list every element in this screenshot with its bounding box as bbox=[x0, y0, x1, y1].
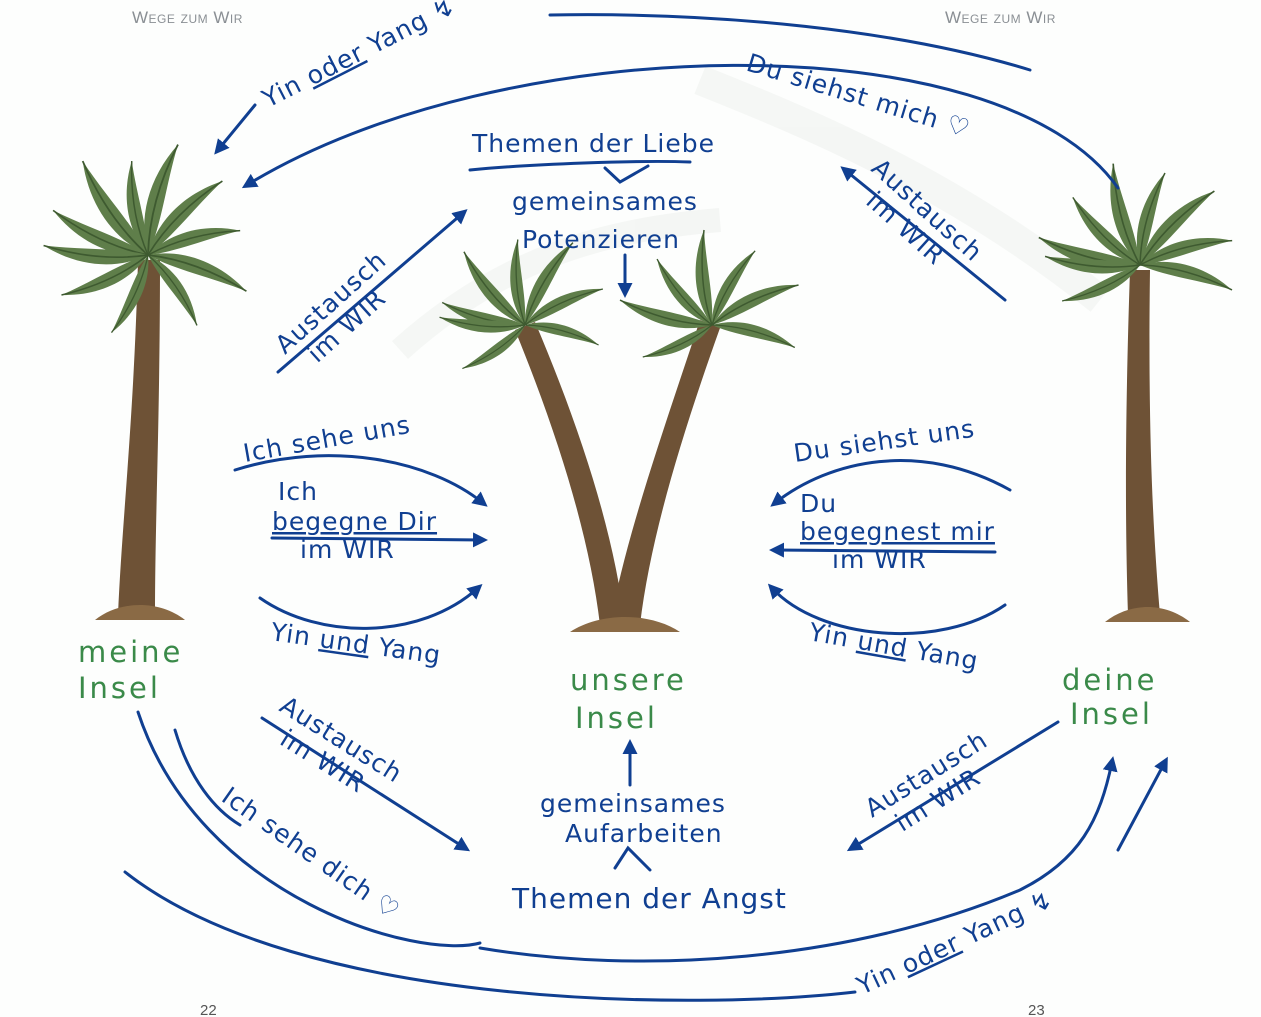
arrow-du-siehst-uns bbox=[770, 459, 1012, 507]
palm-left-icon bbox=[41, 140, 252, 620]
palm-center-icon bbox=[437, 229, 803, 632]
label-insel-mine: Insel bbox=[78, 671, 161, 705]
header-left: Wege zum Wir bbox=[132, 8, 243, 27]
arrow-ich-begegne bbox=[270, 532, 488, 548]
curve-ich-sehe-dich bbox=[136, 710, 482, 948]
label-unsere: unsere bbox=[570, 663, 687, 697]
arrow-yin-oder-yang-bottom bbox=[1116, 756, 1168, 852]
label-insel-yours: Insel bbox=[1070, 697, 1153, 731]
label-yin-und-yang-left: Yin und Yang bbox=[268, 617, 443, 670]
label-meine: meine bbox=[78, 635, 183, 669]
arrow-yin-und-yang-right bbox=[767, 583, 1007, 636]
page-number-left: 22 bbox=[200, 1002, 217, 1017]
arrow-austausch-bottom-left bbox=[260, 716, 471, 852]
arrow-du-begegnest bbox=[769, 542, 997, 558]
caret-themen-angst bbox=[613, 845, 652, 872]
label-yin-oder-yang-top: Yin oder Yang ↯ bbox=[257, 0, 461, 114]
arrow-yin-oder-yang-top bbox=[214, 103, 257, 155]
label-potenzieren: Potenzieren bbox=[522, 225, 680, 254]
label-du: Du bbox=[800, 489, 837, 518]
connector-arrows bbox=[123, 13, 1168, 1002]
curve-outer-bottom bbox=[123, 870, 857, 1002]
header-right: Wege zum Wir bbox=[945, 8, 1056, 27]
label-aufarbeiten: Aufarbeiten bbox=[565, 819, 723, 848]
label-ich-sehe-uns: Ich sehe uns bbox=[241, 410, 413, 468]
label-gemeinsames: gemeinsames bbox=[512, 187, 698, 216]
label-im-wir-left: im WIR bbox=[300, 535, 395, 564]
label-yin-oder-yang-bottom: Yin oder Yang ↯ bbox=[851, 884, 1057, 1001]
arrow-austausch-bottom-right bbox=[846, 720, 1060, 852]
curve-inner-left bbox=[173, 728, 242, 827]
caret-themen-liebe bbox=[603, 164, 650, 184]
label-insel-ours: Insel bbox=[575, 701, 658, 735]
label-gemeinsames-bottom: gemeinsames bbox=[540, 789, 726, 818]
arrow-yin-und-yang-left bbox=[258, 583, 483, 630]
arrow-ich-sehe-dich bbox=[478, 756, 1118, 963]
arrow-du-siehst-mich bbox=[241, 63, 1120, 190]
label-themen-der-angst: Themen der Angst bbox=[511, 882, 787, 915]
arrow-ich-sehe-uns bbox=[233, 454, 488, 507]
label-yin-und-yang-right: Yin und Yang bbox=[806, 617, 981, 676]
label-ich: Ich bbox=[278, 477, 318, 506]
underline-themen-liebe bbox=[468, 159, 692, 172]
arrow-austausch-top-right bbox=[840, 166, 1007, 302]
label-im-wir-right: im WIR bbox=[832, 545, 927, 574]
arrow-top-line bbox=[548, 13, 1032, 72]
arrow-austausch-top-left bbox=[276, 209, 468, 374]
label-deine: deine bbox=[1062, 663, 1158, 697]
label-begegne-dir: begegne Dir bbox=[272, 507, 437, 536]
palm-right-icon bbox=[1034, 161, 1236, 622]
label-themen-der-liebe: Themen der Liebe bbox=[471, 129, 715, 158]
page-number-right: 23 bbox=[1028, 1002, 1045, 1017]
label-austausch-bottom-left: Austausch im WIR bbox=[275, 690, 408, 798]
label-begegnest-mir: begegnest mir bbox=[800, 517, 995, 546]
